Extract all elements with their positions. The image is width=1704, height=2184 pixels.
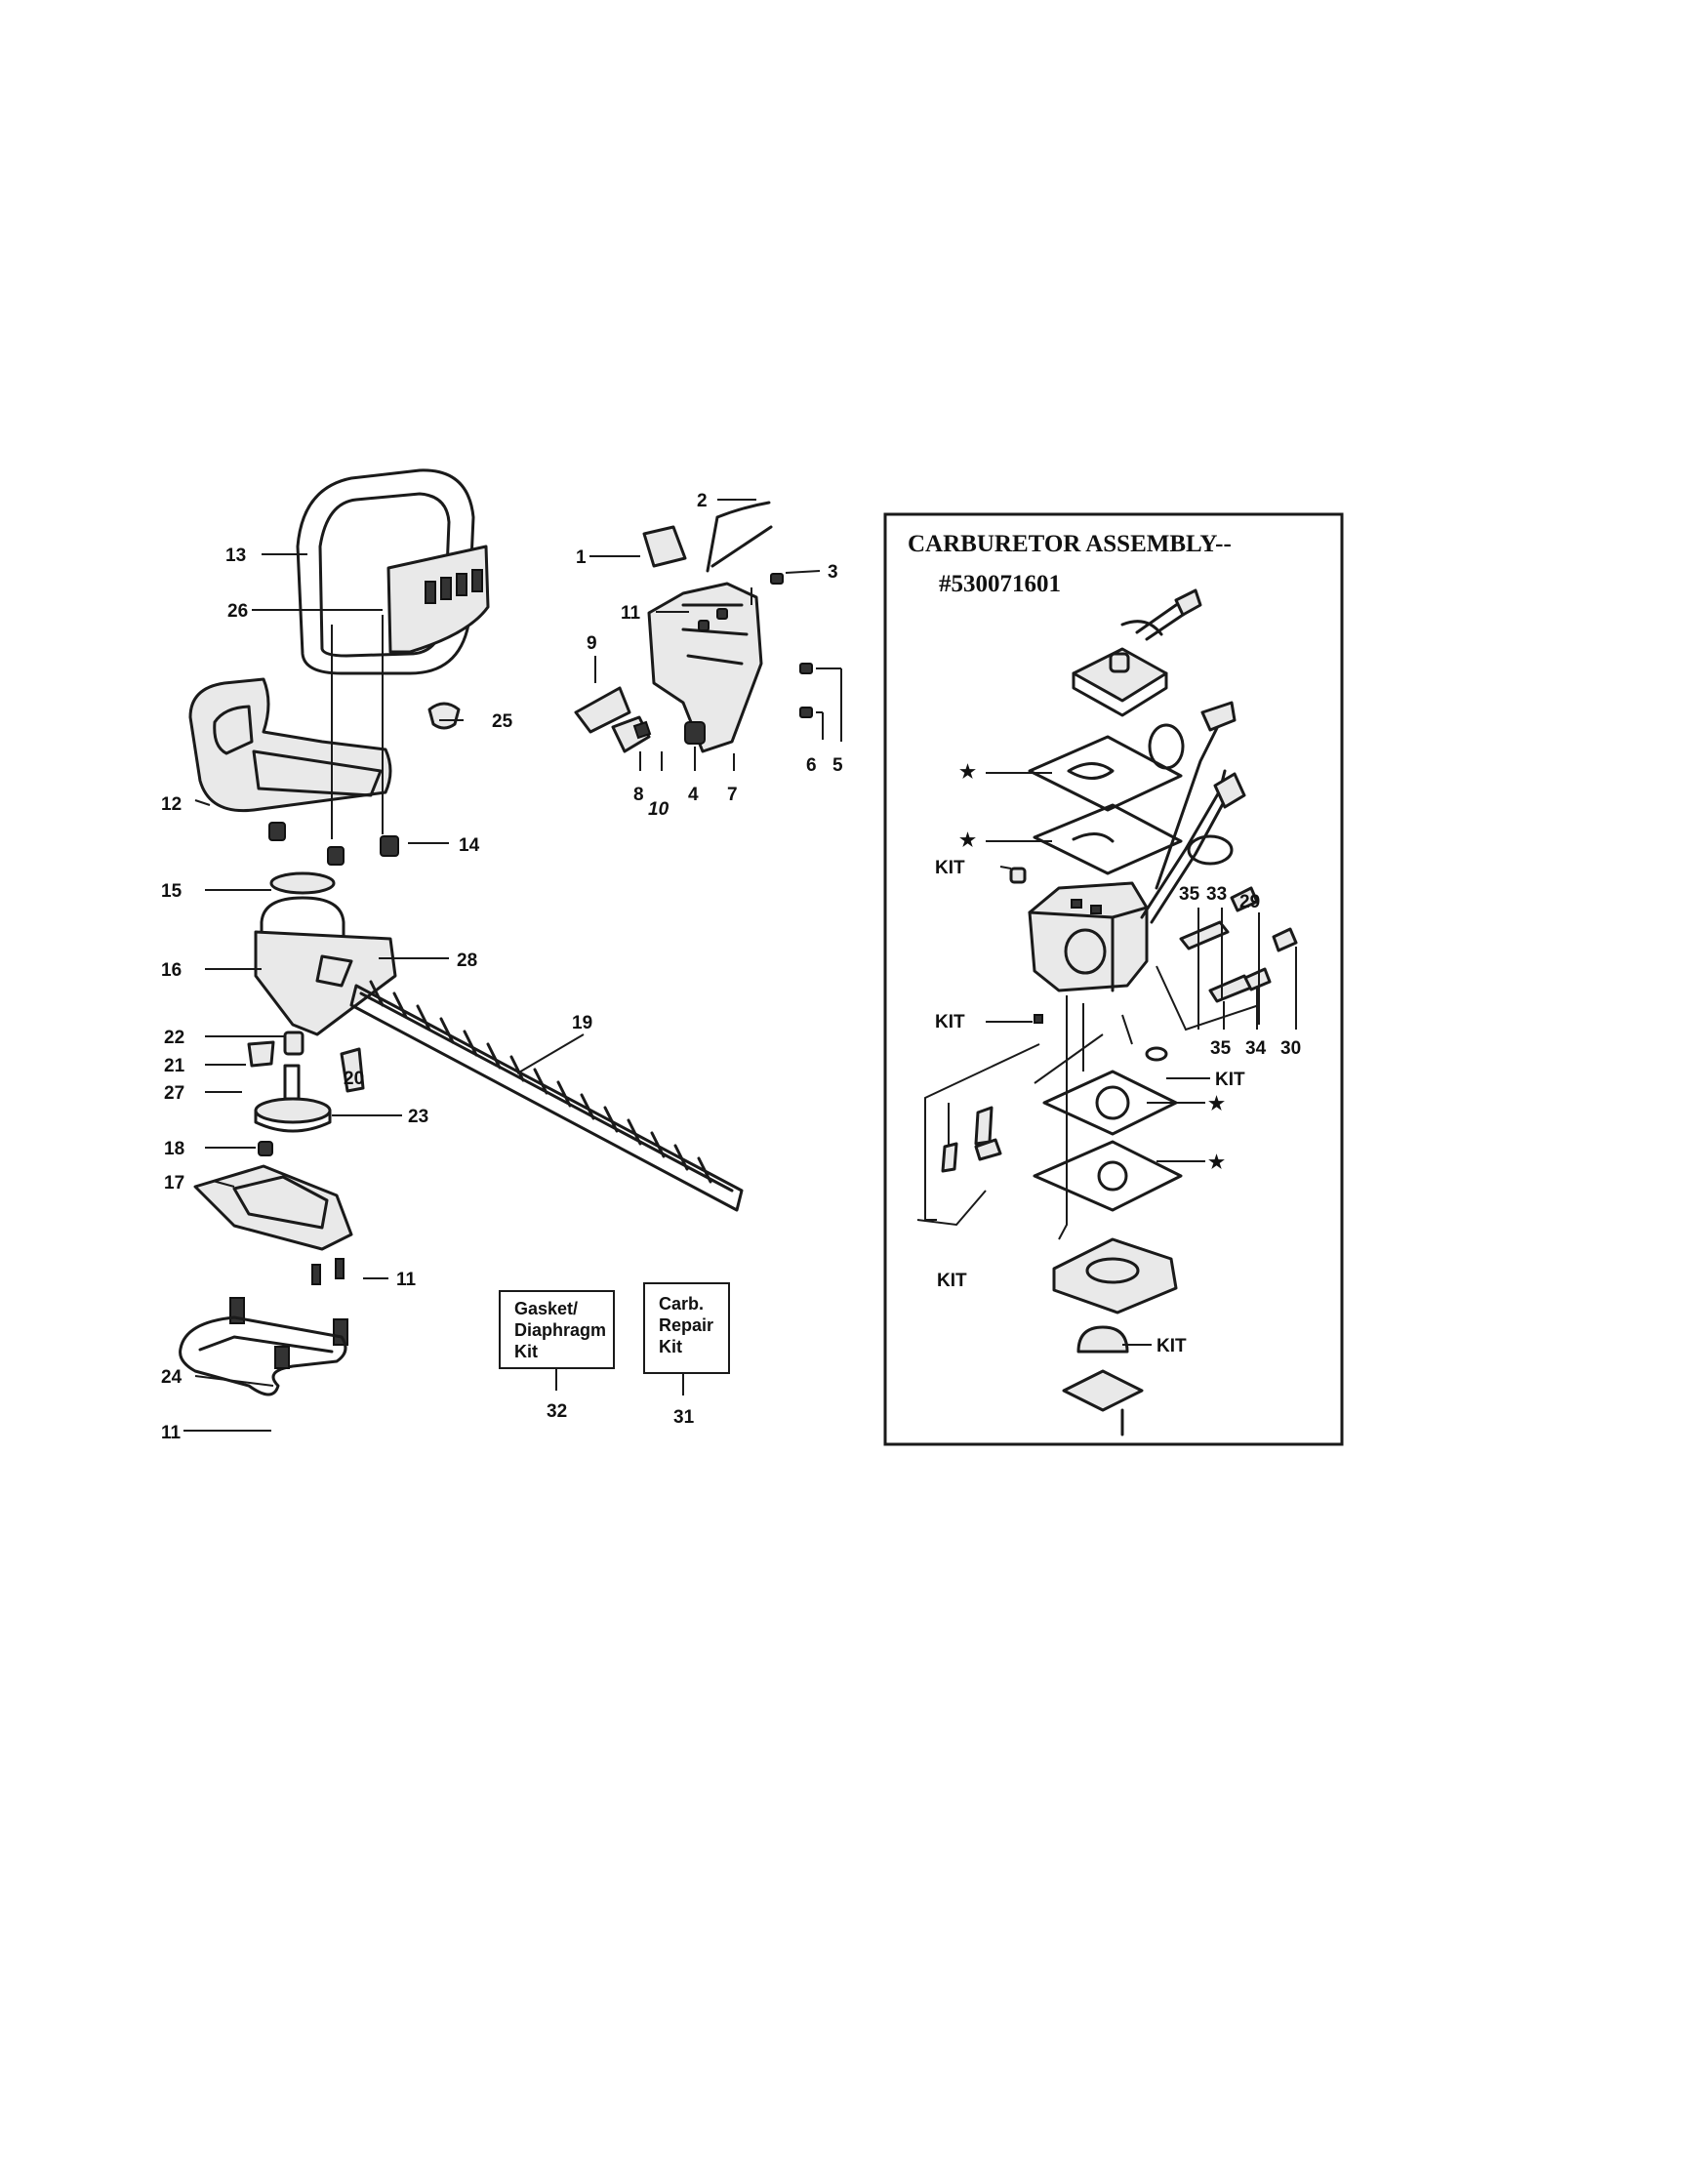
callout-13: 13 xyxy=(225,546,246,566)
vibration-mounts-icon xyxy=(268,822,399,866)
callout-27: 27 xyxy=(164,1083,184,1104)
callout-9: 9 xyxy=(587,633,597,654)
gearbox-housing-icon xyxy=(254,871,397,1036)
callout-14: 14 xyxy=(459,835,480,856)
callout-5: 5 xyxy=(832,755,843,776)
throttle-housing-icon xyxy=(574,582,763,753)
callout-15: 15 xyxy=(161,881,183,902)
ignition-switch-icon xyxy=(642,525,687,568)
callout-12: 12 xyxy=(161,794,182,815)
callout-kit-2: KIT xyxy=(935,1012,965,1032)
callout-18: 18 xyxy=(164,1139,184,1159)
kit-box-2-line-2: Repair xyxy=(659,1315,713,1335)
callout-30: 30 xyxy=(1280,1038,1301,1059)
drive-parts-icon xyxy=(247,1031,365,1101)
handle-bracket-icon xyxy=(179,1297,348,1396)
callout-4: 4 xyxy=(688,785,699,805)
callout-21: 21 xyxy=(164,1056,185,1076)
callout-kit-4: KIT xyxy=(937,1271,967,1291)
kit-box-1-line-2: Diaphragm xyxy=(514,1320,606,1340)
carburetor-title: CARBURETOR ASSEMBLY-- xyxy=(908,531,1232,557)
gasket-diaphragm-kit-box: Gasket/ Diaphragm Kit 32 xyxy=(499,1290,615,1422)
front-handle-icon xyxy=(296,468,490,675)
carb-repair-kit-box: Carb. Repair Kit 31 xyxy=(643,1282,730,1428)
star-4: ★ xyxy=(1208,1153,1225,1173)
callout-35-a: 35 xyxy=(1179,884,1200,905)
callout-labels: 13 26 25 12 14 15 16 28 19 22 21 20 27 2… xyxy=(161,491,1301,1443)
callout-23: 23 xyxy=(408,1107,428,1127)
callout-3: 3 xyxy=(828,562,838,583)
callout-31: 31 xyxy=(673,1407,695,1428)
callout-17: 17 xyxy=(164,1173,184,1193)
carburetor-part-number: #530071601 xyxy=(939,571,1061,597)
spark-plug-cap-icon xyxy=(427,702,461,730)
callout-2: 2 xyxy=(697,491,708,511)
gearbox-cover-icon xyxy=(193,1141,353,1285)
callout-29: 29 xyxy=(1239,892,1260,912)
callout-32: 32 xyxy=(547,1401,567,1422)
kit-box-2-line-1: Carb. xyxy=(659,1294,704,1314)
kit-box-2-line-3: Kit xyxy=(659,1337,682,1356)
wire-harness-icon xyxy=(706,501,773,573)
star-2: ★ xyxy=(959,830,976,851)
callout-22: 22 xyxy=(164,1028,184,1048)
callout-11-c: 11 xyxy=(621,603,641,624)
leader-lines xyxy=(183,499,1297,1432)
star-3: ★ xyxy=(1208,1094,1225,1114)
callout-1: 1 xyxy=(576,547,587,568)
callout-20: 20 xyxy=(344,1069,364,1089)
callout-33: 33 xyxy=(1206,884,1227,905)
callout-7: 7 xyxy=(727,785,738,805)
callout-6: 6 xyxy=(806,755,817,776)
callout-34: 34 xyxy=(1245,1038,1267,1059)
callout-16: 16 xyxy=(161,960,182,981)
callout-11-b: 11 xyxy=(161,1423,182,1443)
callout-kit-1: KIT xyxy=(935,858,965,878)
kit-box-1-line-3: Kit xyxy=(514,1342,538,1361)
gear-icon xyxy=(254,1097,332,1133)
carburetor-panel xyxy=(883,512,1344,1446)
callout-28: 28 xyxy=(457,950,477,971)
screws-icon xyxy=(698,573,813,718)
callout-11-a: 11 xyxy=(396,1270,417,1290)
kit-box-1-line-1: Gasket/ xyxy=(514,1299,578,1318)
callout-26: 26 xyxy=(227,601,248,622)
callout-8: 8 xyxy=(633,785,644,805)
hedge-trimmer-blade-icon xyxy=(349,980,744,1212)
callout-19: 19 xyxy=(572,1013,592,1033)
rear-handle-icon xyxy=(188,677,392,813)
callout-25: 25 xyxy=(492,711,513,732)
star-1: ★ xyxy=(959,762,976,783)
callout-35-b: 35 xyxy=(1210,1038,1232,1059)
callout-24: 24 xyxy=(161,1367,183,1388)
callout-kit-3: KIT xyxy=(1215,1070,1245,1090)
carb-guide-lines xyxy=(916,965,1260,1240)
callout-kit-5: KIT xyxy=(1156,1336,1187,1356)
callout-10: 10 xyxy=(648,799,669,820)
carburetor-body-icon xyxy=(941,588,1298,1436)
